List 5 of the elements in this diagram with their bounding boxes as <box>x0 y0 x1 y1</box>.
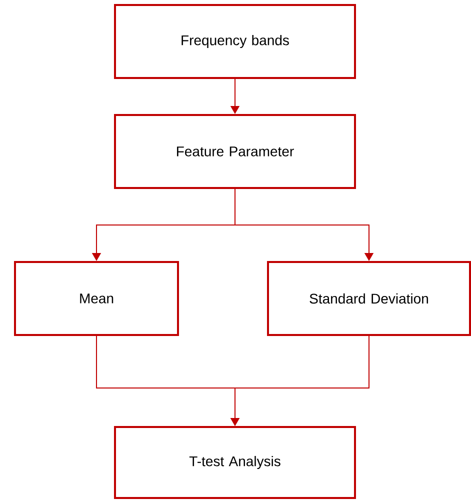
process-box: Frequency bands <box>114 4 356 79</box>
process-box: Feature Parameter <box>114 114 356 189</box>
process-box: Mean <box>14 261 179 336</box>
process-box: Standard Deviation <box>267 261 471 336</box>
process-box: T-test Analysis <box>114 426 356 499</box>
